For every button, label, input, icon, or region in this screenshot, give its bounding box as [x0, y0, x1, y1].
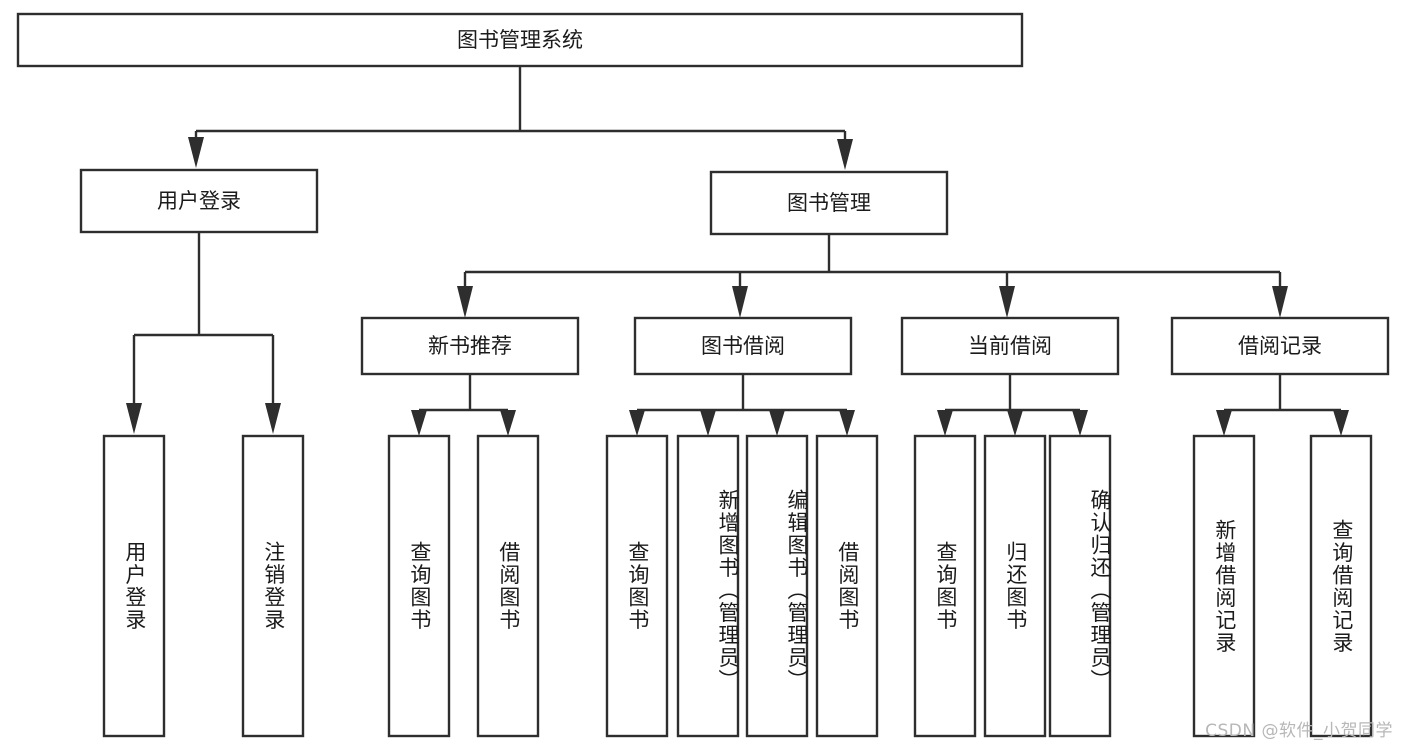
arrow-bookborrow-leaf-1 — [629, 410, 645, 436]
arrow-root-to-login — [188, 137, 204, 168]
leaf-box-logout[interactable] — [241, 434, 305, 738]
arrow-newbook-leaf-2 — [500, 410, 516, 436]
arrow-to-leaf-user-login — [126, 403, 142, 434]
node-current-borrow-box[interactable] — [900, 316, 1120, 376]
arrow-currentborrow-leaf-1 — [937, 410, 953, 436]
node-book-management-label: 图书管理 — [787, 191, 871, 215]
node-book-management-box[interactable] — [709, 170, 949, 236]
leaf-box-query-book-1[interactable] — [387, 434, 451, 738]
arrow-bookborrow-leaf-4 — [839, 410, 855, 436]
node-new-book-recommend-box[interactable] — [360, 316, 580, 376]
node-new-book-recommend-label: 新书推荐 — [428, 334, 512, 358]
leaf-box-query-book-3[interactable] — [913, 434, 977, 738]
leaf-box-return-book[interactable] — [983, 434, 1047, 738]
leaf-box-borrow-book-1[interactable] — [476, 434, 540, 738]
arrow-to-new-book-recommend — [457, 286, 473, 318]
arrow-to-borrow-records — [1272, 286, 1288, 318]
leaf-box-add-book-admin[interactable] — [676, 434, 740, 738]
node-current-borrow-label: 当前借阅 — [968, 334, 1052, 358]
node-borrow-records-box[interactable] — [1170, 316, 1390, 376]
leaf-box-add-borrow-record[interactable] — [1192, 434, 1256, 738]
arrow-bookborrow-leaf-2 — [700, 410, 716, 436]
arrow-currentborrow-leaf-2 — [1007, 410, 1023, 436]
node-borrow-records-label: 借阅记录 — [1238, 334, 1322, 358]
node-user-login-label: 用户登录 — [157, 189, 241, 213]
node-root-label: 图书管理系统 — [457, 28, 583, 52]
leaf-box-query-book-2[interactable] — [605, 434, 669, 738]
leaf-box-user-login[interactable] — [102, 434, 166, 738]
leaf-box-borrow-book-2[interactable] — [815, 434, 879, 738]
arrow-to-current-borrow — [999, 286, 1015, 318]
watermark-text: CSDN @软件_小贺同学 — [1205, 721, 1393, 741]
node-book-borrow-label: 图书借阅 — [701, 334, 785, 358]
arrow-borrowrecords-leaf-2 — [1333, 410, 1349, 436]
arrow-to-book-borrow — [732, 286, 748, 318]
arrow-bookborrow-leaf-3 — [769, 410, 785, 436]
leaf-box-query-borrow-record[interactable] — [1309, 434, 1373, 738]
arrow-newbook-leaf-1 — [411, 410, 427, 436]
arrow-borrowrecords-leaf-1 — [1216, 410, 1232, 436]
node-root-box[interactable] — [16, 12, 1024, 68]
leaf-box-edit-book-admin[interactable] — [745, 434, 809, 738]
leaf-box-confirm-return-admin[interactable] — [1048, 434, 1112, 738]
arrow-root-to-bookmgmt — [837, 139, 853, 170]
node-book-borrow-box[interactable] — [633, 316, 853, 376]
arrow-to-leaf-logout — [265, 403, 281, 434]
arrow-currentborrow-leaf-3 — [1072, 410, 1088, 436]
